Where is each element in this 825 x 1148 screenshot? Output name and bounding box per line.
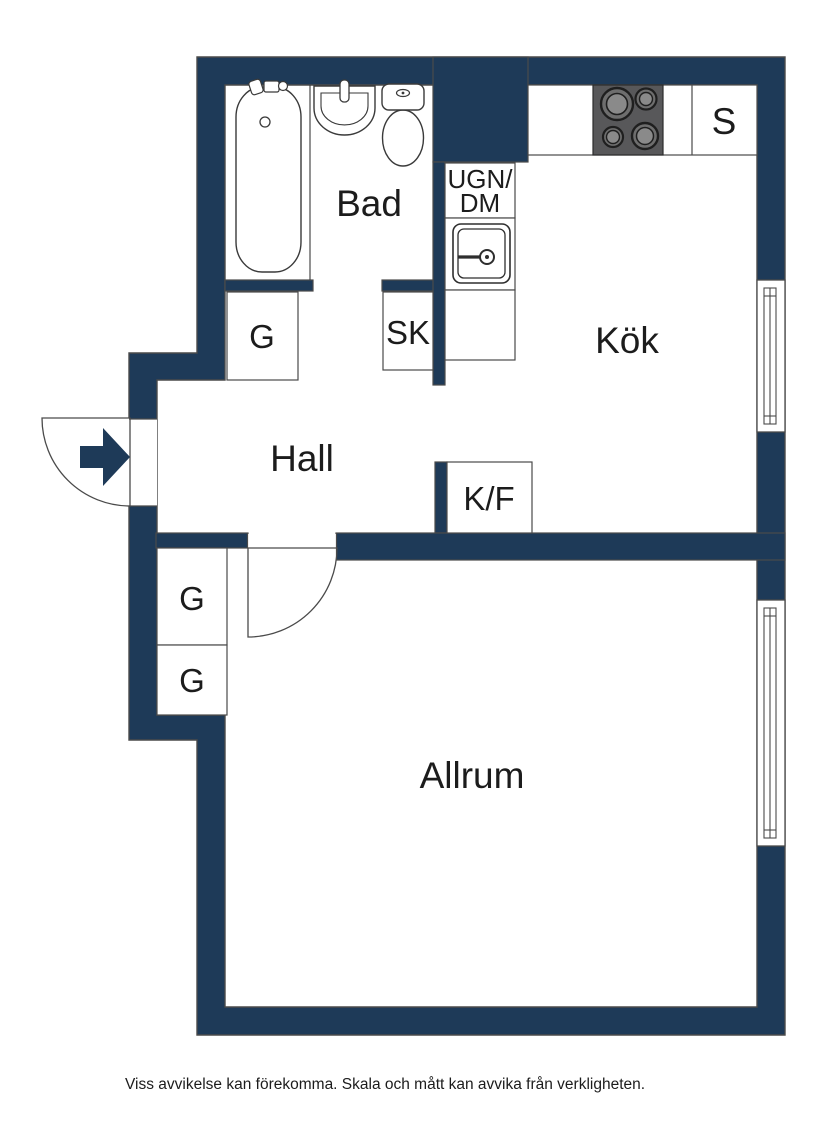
entry-door (41, 417, 157, 507)
wall-hall-allrum-right (335, 532, 786, 561)
room-label-hall: Hall (270, 438, 334, 479)
window-icon-kitchen (756, 279, 786, 433)
bathtub-icon (235, 78, 302, 273)
wall-kf-stub (434, 461, 448, 534)
stove-icon (592, 84, 664, 156)
label-ugn-line2: DM (460, 188, 500, 218)
wash-basin-icon (313, 79, 376, 136)
label-closet-sk: SK (386, 314, 430, 351)
kitchen-sink-icon (452, 223, 511, 284)
cabinet-ugn-dm (444, 162, 516, 219)
room-label-kok: Kök (595, 320, 659, 361)
hall-allrum-door (246, 533, 338, 638)
cabinet-kf (446, 461, 533, 534)
room-label-bad: Bad (336, 183, 402, 224)
cabinet-counter-low (444, 289, 516, 361)
interior-walls (155, 56, 786, 561)
wall-bad-kok-block (432, 56, 529, 163)
entry-opening (129, 419, 157, 506)
label-s: S (712, 101, 737, 142)
wall-bad-kok-vertical (432, 161, 446, 386)
disclaimer-text: Viss avvikelse kan förekomma. Skala och … (125, 1076, 645, 1093)
closet-sk (382, 291, 434, 371)
label-kf: K/F (463, 480, 514, 517)
bathroom-fixtures (235, 78, 425, 280)
toilet-icon (381, 83, 425, 167)
label-ugn-line1: UGN/ (448, 164, 514, 194)
label-closet-g-hall-top: G (179, 580, 205, 617)
labels: Bad Kök Hall Allrum G SK G G K/F UGN/ DM… (179, 101, 736, 796)
closet-g-hall-bottom (156, 644, 228, 716)
entry-arrow-icon (80, 428, 130, 486)
door-swing-icon (247, 547, 338, 638)
label-closet-g-hall-bottom: G (179, 662, 205, 699)
label-closet-g-bad: G (249, 318, 275, 355)
closet-g-bad (226, 291, 299, 381)
window-icon-allrum (756, 599, 786, 847)
windows (756, 279, 786, 847)
room-label-allrum: Allrum (420, 755, 525, 796)
wall-hall-allrum-left (155, 532, 249, 549)
wall-bad-bottom-left (224, 279, 314, 292)
